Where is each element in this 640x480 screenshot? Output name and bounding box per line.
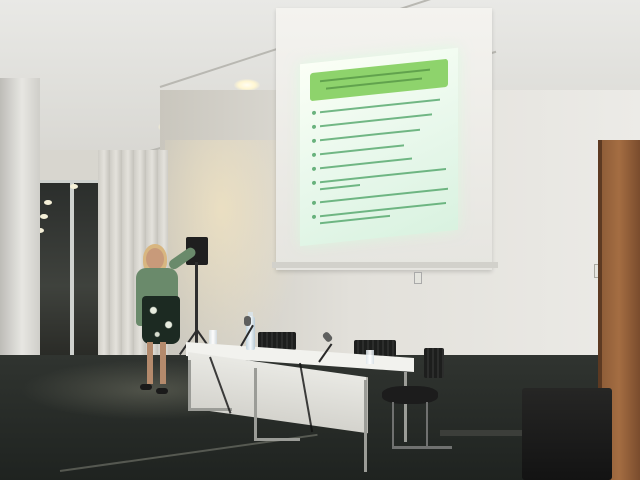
- slide-bullet-line: [320, 113, 432, 128]
- chair-foot: [392, 446, 452, 449]
- chair: [258, 332, 296, 350]
- slide-header: [310, 58, 448, 102]
- slide-bullet-dot: [312, 110, 316, 116]
- presenter-shoe: [140, 384, 152, 390]
- pillar: [0, 78, 40, 368]
- presenter-dress: [142, 296, 180, 344]
- drinking-glass: [209, 330, 217, 344]
- speaker-stand: [195, 262, 198, 352]
- table-leg: [188, 360, 191, 410]
- slide-bullet-dot: [312, 152, 316, 158]
- presenter-leg: [147, 342, 153, 384]
- table-foot: [254, 438, 300, 441]
- slide-bullet-line: [320, 98, 440, 114]
- wooden-door-edge: [598, 140, 602, 480]
- table-leg: [404, 372, 407, 442]
- slide-bullet-line: [320, 167, 446, 184]
- corridor-light: [40, 214, 48, 219]
- slide-bullet-line: [320, 157, 412, 170]
- water-bottle-icon: [246, 316, 255, 350]
- slide-bullet-line: [320, 187, 448, 204]
- slide-bullet-line: [320, 183, 360, 191]
- table-leg: [254, 368, 257, 440]
- water-bottle-cap: [248, 312, 253, 317]
- slide-bullet-dot: [312, 166, 316, 172]
- light-switch: [414, 272, 422, 284]
- screen-bottom-bar: [272, 262, 498, 268]
- slide-bullet-dot: [312, 180, 316, 186]
- corridor-light: [70, 184, 78, 189]
- floor-speaker: [522, 388, 612, 480]
- chair-seat: [382, 386, 438, 404]
- slide-bullet-line: [320, 128, 420, 142]
- slide-bullet-line: [320, 214, 390, 225]
- slide-bullet-dot: [312, 200, 316, 206]
- chair-leg: [392, 402, 394, 448]
- slide-bullet-dot: [312, 214, 316, 220]
- presenter-head: [146, 248, 164, 270]
- corridor-light: [44, 200, 52, 205]
- chair-leg: [426, 402, 428, 446]
- ceiling-light: [234, 79, 260, 91]
- corridor-light: [36, 228, 44, 233]
- slide-bullet-dot: [312, 124, 316, 130]
- slide-bullet-line: [320, 144, 404, 156]
- microphone-icon: [244, 316, 251, 326]
- table-foot: [188, 408, 232, 411]
- projected-slide: [300, 47, 458, 247]
- presenter-shoe: [156, 388, 168, 394]
- drinking-glass: [366, 350, 374, 364]
- door-frame: [70, 180, 74, 358]
- presenter-leg: [160, 342, 166, 384]
- chair: [424, 348, 444, 378]
- table-leg: [364, 380, 367, 472]
- slide-bullet-dot: [312, 138, 316, 144]
